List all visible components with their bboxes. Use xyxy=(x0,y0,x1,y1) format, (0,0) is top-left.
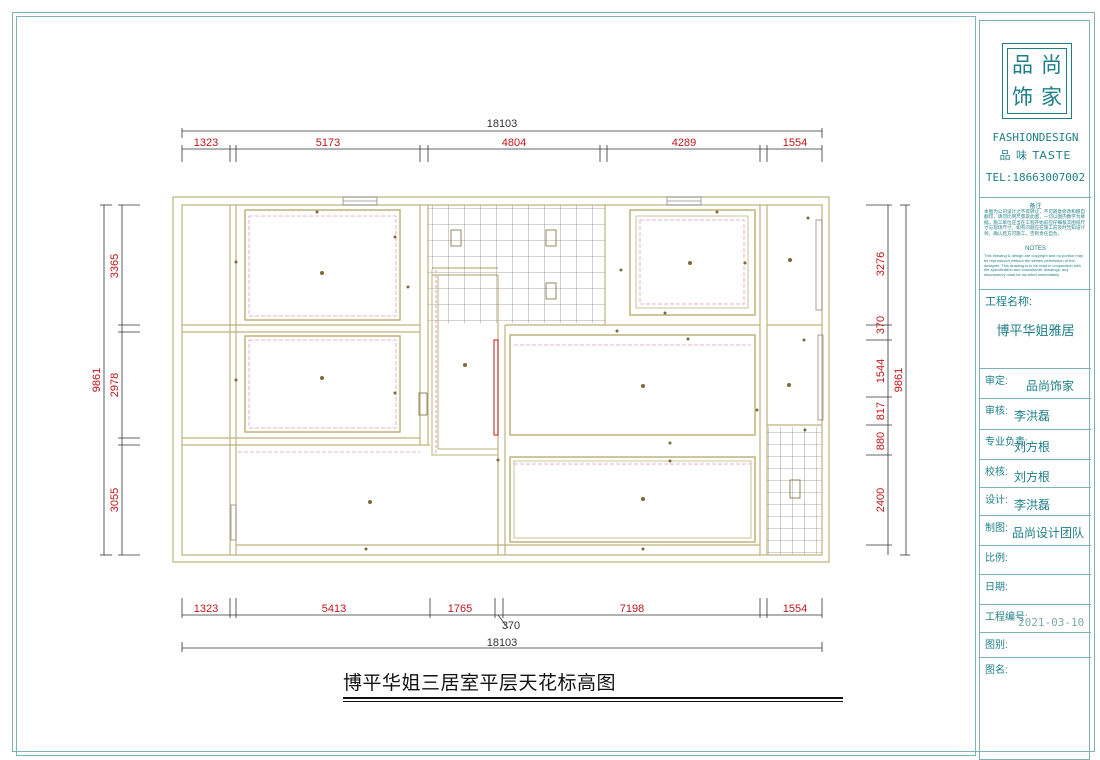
dimension-label: 1323 xyxy=(194,603,218,615)
corridor xyxy=(431,270,498,456)
dimension-label: 3365 xyxy=(109,254,121,278)
dimension-label: 9861 xyxy=(893,368,905,392)
title-block-row: 设计: 李洪磊 xyxy=(980,487,1091,515)
room-master xyxy=(629,209,756,316)
dimension-label: 1544 xyxy=(875,359,887,383)
dimension-label: 1765 xyxy=(448,603,472,615)
title-block-row-label: 制图: xyxy=(985,523,1008,534)
caption-underline-thin xyxy=(343,701,843,702)
title-block-row-label: 审定: xyxy=(985,376,1008,387)
title-block-row-label: 图别: xyxy=(985,640,1008,651)
bath-fixtures xyxy=(418,229,801,499)
title-block-row: 审定: 品尚饰家 xyxy=(980,368,1091,398)
notes-en-body: This drawing & design are copyright and … xyxy=(984,253,1083,278)
title-block-row-value: 刘方根 xyxy=(1014,440,1051,454)
dimension-label: 370 xyxy=(875,316,887,334)
title-block-row: 图名: xyxy=(980,657,1091,717)
dimension-label: 1323 xyxy=(194,137,218,149)
title-block-row-value: 李洪磊 xyxy=(1014,409,1051,423)
title-block-row-label: 日期: xyxy=(985,582,1008,593)
title-block-row-label: 工程编号: xyxy=(985,612,1028,623)
title-block-row: 专业负责:刘方根 xyxy=(980,429,1091,459)
project-name: 博平华姐雅居 xyxy=(996,323,1075,338)
drawing-caption: 博平华姐三居室平层天花标高图 xyxy=(343,673,617,694)
caption-underline xyxy=(343,697,843,699)
title-block-row-label: 校核: xyxy=(985,467,1008,478)
title-block-row: 审核: 李洪磊 xyxy=(980,398,1091,429)
dimension-label: 9861 xyxy=(91,368,103,392)
logo-char: 尚 xyxy=(1041,53,1062,77)
project-label: 工程名称: xyxy=(985,296,1033,308)
notes-section: 备注 本图为公司设计之不得转让，不可随意修改和擅自翻印，请勿比例尺量取此图，一切… xyxy=(980,197,1091,292)
title-block-row-label: 图名: xyxy=(985,665,1008,676)
dimension-label: 4804 xyxy=(502,137,526,149)
title-block-row-value: 品尚饰家 xyxy=(1026,379,1075,393)
title-block-row-value: 2021-03-10 xyxy=(1018,616,1085,629)
room-bedroom-1 xyxy=(244,209,401,321)
window-markers xyxy=(230,196,824,541)
dimension-label: 5413 xyxy=(322,603,346,615)
dimension-label: 1554 xyxy=(783,603,807,615)
logo-char: 家 xyxy=(1041,85,1062,109)
balcony-tile-area xyxy=(767,427,822,554)
brand-name-en: FASHIONDESIGN xyxy=(992,131,1079,144)
dimension-label: 3055 xyxy=(109,488,121,512)
dimension-text: 18103 1323 5173 4804 4289 1554 1323 5413 1765 719… xyxy=(91,118,905,649)
dimension-label: 1554 xyxy=(783,137,807,149)
dimension-label: 18103 xyxy=(487,118,518,130)
brand-tagline: 品 味 TASTE xyxy=(999,149,1072,162)
dimension-label: 370 xyxy=(502,620,520,632)
title-block-row: 日期: xyxy=(980,574,1091,604)
room-bedroom-2 xyxy=(244,335,401,433)
bath-tile-area xyxy=(428,205,605,323)
dimension-label: 7198 xyxy=(620,603,644,615)
title-block-row-label: 审核: xyxy=(985,406,1008,417)
title-block-row: 图别: xyxy=(980,632,1091,657)
dimension-label: 817 xyxy=(875,402,887,420)
project-section: 工程名称: 博平华姐雅居 xyxy=(980,289,1091,369)
brand-logo: 品 尚 饰 家 xyxy=(1002,43,1072,119)
red-strip xyxy=(493,339,499,436)
title-block-row-value: 刘方根 xyxy=(1014,470,1051,484)
notes-body: 本图为公司设计之不得转让，不可随意修改和擅自翻印，请勿比例尺量取此图，一切以图内… xyxy=(984,209,1086,236)
logo-char: 品 xyxy=(1012,53,1033,77)
notes-title: 备注 xyxy=(1029,204,1042,210)
title-block-row-label: 专业负责: xyxy=(985,437,1028,448)
title-block-row: 工程编号:2021-03-10 xyxy=(980,604,1091,632)
dimension-label: 3276 xyxy=(875,252,887,276)
title-block-row-label: 设计: xyxy=(985,495,1008,506)
dimension-label: 2978 xyxy=(109,373,121,397)
dimension-label: 4289 xyxy=(672,137,696,149)
title-block-row: 制图: 品尚设计团队 xyxy=(980,515,1091,545)
title-block-row-value: 品尚设计团队 xyxy=(1012,526,1085,540)
brand-phone: TEL:18663007002 xyxy=(985,171,1086,184)
logo-char: 饰 xyxy=(1012,85,1033,109)
dimension-lines xyxy=(100,128,910,652)
notes-en-title: NOTES xyxy=(1025,246,1046,252)
title-block-row-value: 李洪磊 xyxy=(1014,498,1051,512)
title-block-row: 比例: xyxy=(980,545,1091,574)
title-block: 品 尚 饰 家 FASHIONDESIGN 品 味 TASTE TEL:1866… xyxy=(979,20,1091,760)
light-fixtures xyxy=(234,210,810,551)
dimension-label: 880 xyxy=(875,432,887,450)
dimension-label: 5173 xyxy=(316,137,340,149)
dimension-label: 2400 xyxy=(875,488,887,512)
title-block-row: 校核: 刘方根 xyxy=(980,459,1091,487)
room-living xyxy=(509,334,756,543)
dimension-label: 18103 xyxy=(487,637,518,649)
title-block-row-label: 比例: xyxy=(985,553,1008,564)
